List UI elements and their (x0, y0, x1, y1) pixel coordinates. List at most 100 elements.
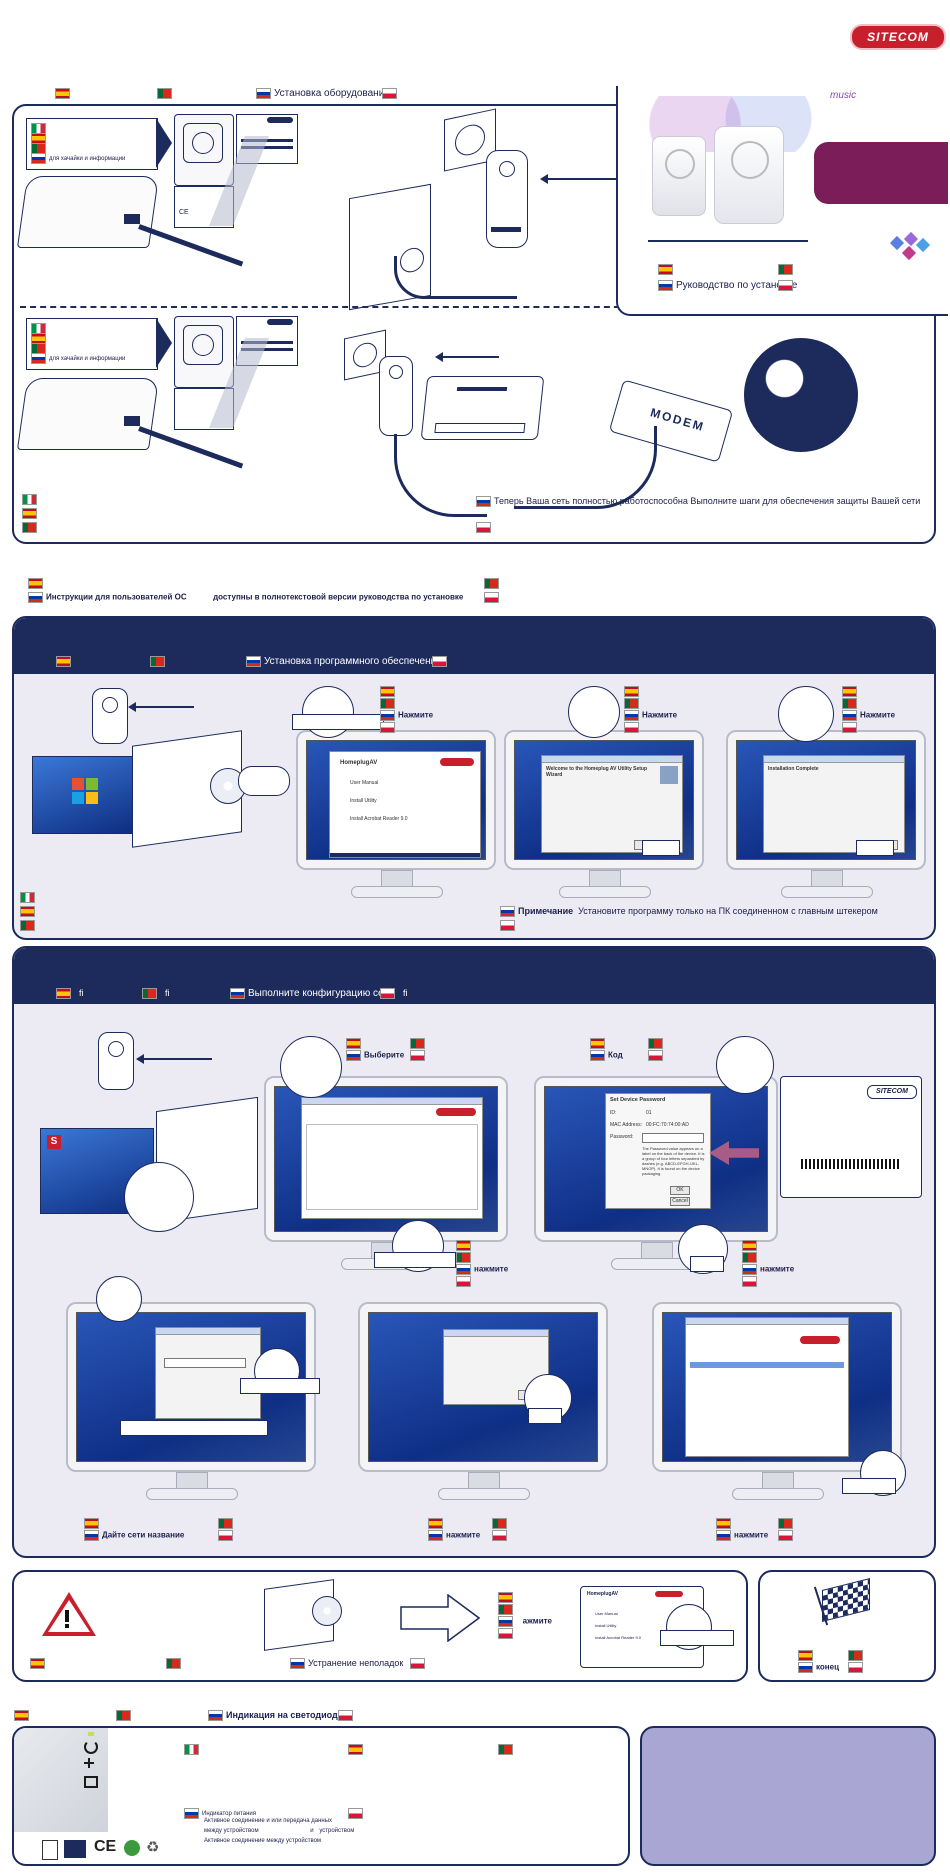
label-box-cfg-b (690, 1256, 724, 1272)
name-network-label: Дайте сети название (84, 1530, 184, 1541)
menu-user-manual[interactable]: User Manual (350, 780, 379, 786)
cable-adapter-router (394, 434, 487, 517)
lang-pt-flag-led2 (498, 1744, 516, 1756)
network-name-input[interactable] (164, 1358, 246, 1368)
lang-pl-flag-led (338, 1710, 356, 1722)
menu-install-acrobat[interactable]: Install Acrobat Reader 9.0 (350, 816, 408, 822)
lang-pl-flag-s2 (624, 722, 642, 734)
trouble-heading-ru: Устранение неполадок (290, 1658, 403, 1670)
lang-pt-flag (157, 88, 175, 100)
label-box-sw3 (856, 840, 894, 856)
lang-pl-flag-os (484, 592, 502, 604)
lang-pt-flag-end (848, 1650, 866, 1662)
password-ok-button[interactable]: OK (670, 1186, 690, 1195)
lang-pt-flag-ts (498, 1604, 516, 1616)
password-input[interactable] (642, 1133, 704, 1143)
utility-window (301, 1097, 483, 1219)
lang-es-flag-s3 (842, 686, 860, 698)
lang-es-flag-sel (346, 1038, 364, 1050)
powerline-adapter-1 (486, 150, 528, 248)
lang-pl-flag-hw (476, 522, 494, 534)
lang-pl-flag-cover (778, 280, 796, 292)
lang-pt-flag-pa (456, 1252, 474, 1264)
globe (744, 338, 858, 452)
adapter-front-view-2 (174, 316, 234, 388)
lang-es-flag-pa (456, 1240, 474, 1252)
rohs-icon (64, 1840, 86, 1858)
ts-press-label: ажмите (498, 1616, 552, 1627)
step2-click-label: Нажмите (624, 710, 677, 721)
lang-pl-flag-code (648, 1050, 666, 1062)
label-box-cfg-d (528, 1408, 562, 1424)
step-separator (20, 306, 630, 308)
ts-menu-window: HomeplugAV User Manual Install Utility I… (580, 1586, 704, 1668)
lang-es-flag-sw (20, 906, 38, 918)
lang-es-flag-hw (22, 508, 40, 520)
led-item-power: Индикатор питания (184, 1808, 256, 1819)
lang-pt-flag-led (116, 1710, 134, 1722)
press-label-b: нажмите (742, 1264, 794, 1275)
lang-pt-flag-code (648, 1038, 666, 1050)
lang-pl-flag-ts2 (410, 1658, 428, 1670)
powerline-adapter-2 (379, 356, 413, 436)
plug-in-arrow-head (540, 174, 548, 184)
sitecom-logo: SITECOM (850, 24, 946, 50)
lang-pt-flag-s3 (842, 698, 860, 710)
lang-es-flag-name (84, 1518, 102, 1530)
monitor-complete: Installation Complete (726, 730, 926, 900)
step3-click-label: Нажмите (842, 710, 895, 721)
lang-es-flag-os (28, 578, 46, 590)
info-arrow-callout-2: для хачайки и информации (26, 318, 158, 370)
plug-in-arrow-2 (439, 356, 499, 358)
lang-es-flag-s1 (380, 686, 398, 698)
apply-dialog (443, 1329, 549, 1405)
lang-pl-flag-s1 (380, 722, 398, 734)
zoom-circle-sw1 (302, 686, 354, 738)
lang-es-flag-pd (716, 1518, 734, 1530)
lang-es-flag-pb (742, 1240, 760, 1252)
power-led-icon (84, 1740, 98, 1754)
password-dialog: Set Device Password ID: 01 MAC Address: … (605, 1093, 711, 1209)
pc-monitor-sw (32, 756, 136, 834)
led-item-connection: Активное соединение между устройством (204, 1838, 322, 1844)
config-panel: fi fi Выполните конфигурацию сети fi S В… (12, 946, 936, 1558)
lang-es-flag-cover (658, 264, 676, 276)
barcode (801, 1159, 901, 1169)
label-box-sw2 (642, 840, 680, 856)
monitor-password: Set Device Password ID: 01 MAC Address: … (534, 1076, 778, 1272)
led-panel: Индикатор питания Активное соединение и … (12, 1726, 630, 1866)
ethernet-port (124, 214, 140, 224)
pc-cable (394, 256, 517, 299)
lang-pt-flag-ts2 (166, 1658, 184, 1670)
lang-pl-flag-pc (492, 1530, 510, 1542)
checkered-flag-icon (822, 1578, 870, 1622)
lang-pl-flag-sw-note (500, 920, 518, 932)
device-list-window (685, 1317, 849, 1457)
plug-arrow-cfg (140, 1058, 212, 1060)
menu-install-utility[interactable]: Install Utility (350, 798, 377, 804)
product-adapter-large (714, 126, 784, 224)
label-box-cfg-a (374, 1252, 456, 1268)
ce-mark-icon: CE (94, 1838, 117, 1855)
monitor-wizard: Welcome to the Homeplug AV Utility Setup… (504, 730, 704, 900)
press-label-d: нажмите (716, 1530, 768, 1541)
plug-arrow-head-sw (128, 702, 136, 712)
lang-es-flag (55, 88, 73, 100)
device-led-closeup (14, 1728, 108, 1832)
label-box-cfg-e (842, 1478, 896, 1494)
zoom-circle-sw3 (778, 686, 834, 742)
ethernet-cable-2 (138, 426, 244, 469)
hand-sketch (238, 766, 290, 796)
software-note: Примечание Установите программу только н… (500, 906, 878, 918)
end-label: конец (798, 1662, 839, 1673)
ethernet-cable-1 (138, 224, 244, 267)
password-cancel-button[interactable]: Cancel (670, 1197, 690, 1206)
label-box-sw1 (292, 714, 384, 730)
software-header: Установка программного обеспечения (14, 618, 934, 674)
lang-pl-flag-pd (778, 1530, 796, 1542)
lang-pt-flag-cover (778, 264, 796, 276)
software-panel: Установка программного обеспечения Homep… (12, 616, 936, 940)
monitor-device-list (652, 1302, 902, 1502)
zoom-circle-cfg-b (716, 1036, 774, 1094)
lang-pl-flag-led2 (348, 1808, 366, 1820)
